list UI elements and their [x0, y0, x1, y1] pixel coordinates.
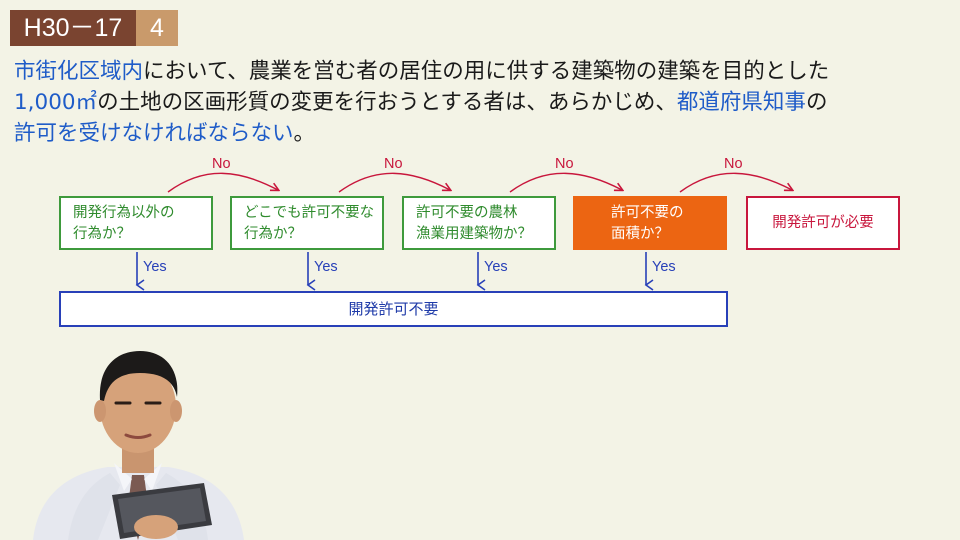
no-label: No	[384, 156, 403, 172]
yes-label: Yes	[143, 259, 167, 275]
flow-box-development-act: 開発行為以外の 行為か？	[59, 196, 213, 250]
flow-box-line: 許可不要の	[611, 205, 684, 221]
no-label: No	[555, 156, 574, 172]
no-arrow	[167, 172, 278, 193]
no-arrow	[509, 172, 622, 193]
flow-box-permit-required: 開発許可が必要	[746, 196, 900, 250]
question-number-badge: 4	[136, 10, 178, 46]
question-segment: において、農業を営む者の居住の用に供する建築物の建築を目的とした	[143, 59, 830, 84]
no-arrow	[679, 172, 792, 193]
yes-label: Yes	[314, 259, 338, 275]
flow-box-line: 行為か？	[244, 226, 302, 242]
question-segment: 都道府県知事	[676, 90, 806, 115]
no-label: No	[724, 156, 743, 172]
question-segment: の土地の区画形質の変更を行おうとする者は、あらかじめ、	[97, 90, 677, 115]
flow-box-line: どこでも許可不要な	[244, 205, 375, 221]
yes-label: Yes	[652, 259, 676, 275]
flow-box-exempt-area: 許可不要の 面積か？	[573, 196, 727, 250]
flow-box-agri-building: 許可不要の農林 漁業用建築物か？	[402, 196, 556, 250]
flow-box-line: 許可不要の農林	[416, 205, 518, 221]
flow-box-line: 漁業用建築物か？	[416, 226, 532, 242]
question-segment: の	[805, 90, 828, 115]
presenter-with-tablet-icon	[33, 351, 244, 540]
no-arrow	[338, 172, 450, 193]
question-segment: 許可を受けなければならない	[14, 121, 294, 146]
no-label: No	[212, 156, 231, 172]
question-segment: 1,000㎡	[14, 90, 98, 115]
flow-box-line: 開発行為以外の	[73, 205, 175, 221]
flow-box-always-exempt: どこでも許可不要な 行為か？	[230, 196, 384, 250]
result-permit-not-required: 開発許可不要	[59, 291, 728, 327]
question-segment: 市街化区域内	[14, 59, 144, 84]
question-code-badge: H30－17	[10, 10, 136, 46]
question-text: 市街化区域内において、農業を営む者の居住の用に供する建築物の建築を目的とした 1,…	[14, 56, 949, 149]
flow-box-line: 面積か？	[611, 226, 669, 242]
flow-box-line: 行為か？	[73, 226, 131, 242]
question-segment: 。	[293, 121, 316, 146]
yes-label: Yes	[484, 259, 508, 275]
